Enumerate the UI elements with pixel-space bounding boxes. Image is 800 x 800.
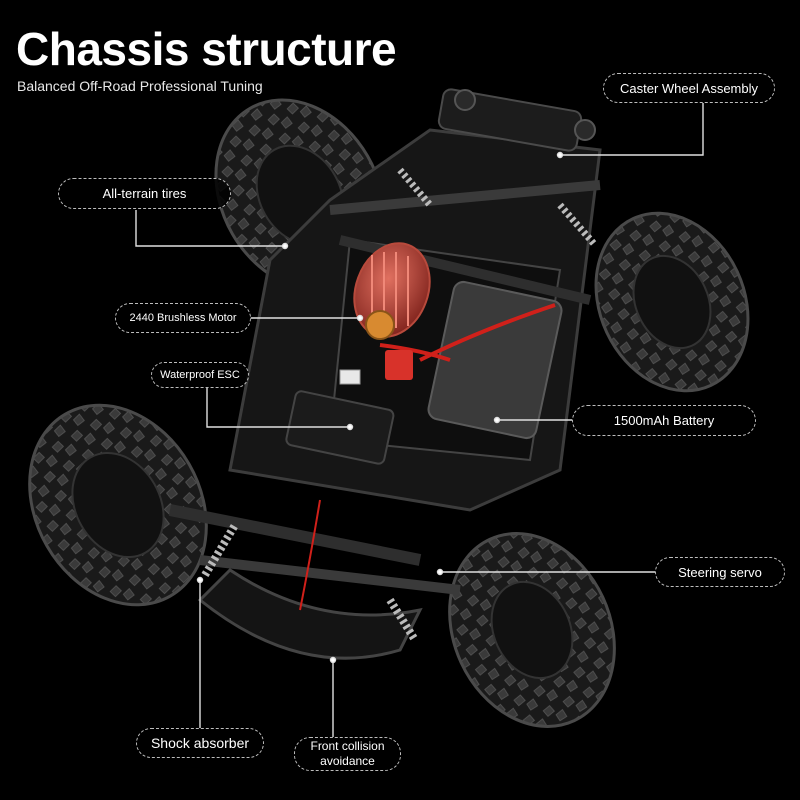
label-waterproof-esc: Waterproof ESC xyxy=(151,362,249,388)
label-caster-wheel: Caster Wheel Assembly xyxy=(603,73,775,103)
power-connector xyxy=(385,350,413,380)
tire-front-right xyxy=(448,532,616,728)
label-shock-absorber: Shock absorber xyxy=(136,728,264,758)
tire-front-left xyxy=(28,403,208,607)
callout-lines xyxy=(135,103,704,737)
label-steering-servo: Steering servo xyxy=(655,557,785,587)
brushless-motor xyxy=(353,242,431,340)
label-front-collision: Front collision avoidance xyxy=(294,737,401,771)
label-all-terrain-tires: All-terrain tires xyxy=(58,178,231,209)
label-battery: 1500mAh Battery xyxy=(572,405,756,436)
page-subtitle: Balanced Off-Road Professional Tuning xyxy=(17,78,263,94)
tire-rear-right xyxy=(594,211,750,393)
shock-springs xyxy=(201,167,598,643)
label-brushless-motor: 2440 Brushless Motor xyxy=(115,303,251,333)
page-title: Chassis structure xyxy=(16,23,397,75)
